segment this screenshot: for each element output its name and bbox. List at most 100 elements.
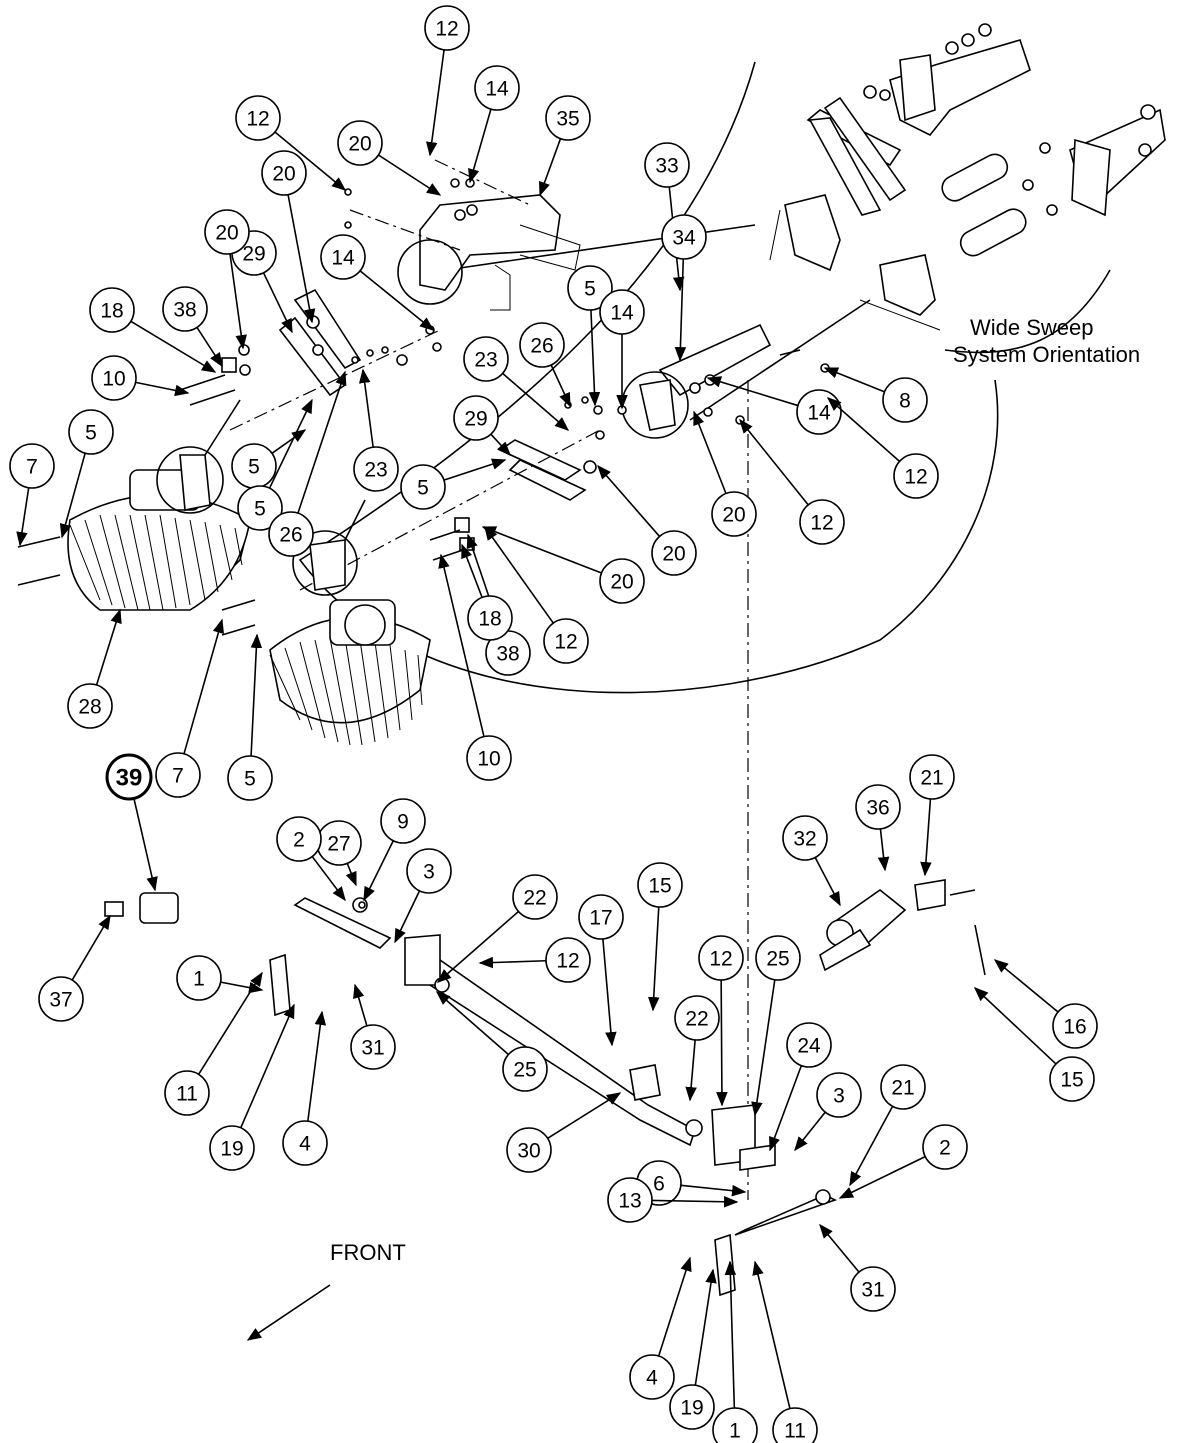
callout-circle <box>227 755 273 801</box>
callout-leader <box>16 487 30 547</box>
callout-leader <box>287 194 316 324</box>
callout-20: 20 <box>337 120 442 196</box>
callout-number: 14 <box>807 402 831 425</box>
callout-number: 25 <box>513 1059 536 1082</box>
callout-circle <box>799 499 845 545</box>
callout-5: 5 <box>59 409 114 539</box>
callout-26: 26 <box>519 322 571 408</box>
callout-circle <box>567 265 613 311</box>
arm-right-1 <box>714 1233 736 1297</box>
callout-circle <box>67 683 113 729</box>
callout-circle <box>651 530 697 576</box>
callout-circle <box>162 286 208 332</box>
callout-circle <box>772 1407 818 1443</box>
callout-number: 38 <box>173 299 196 322</box>
callout-circle <box>644 142 690 188</box>
callout-number: 39 <box>116 765 143 792</box>
callout-leader <box>436 910 519 983</box>
callout-9: 9 <box>363 798 426 902</box>
callout-14: 14 <box>468 65 520 184</box>
callout-leader <box>693 410 727 494</box>
callout-number: 10 <box>102 368 125 391</box>
callout-leader <box>443 458 507 481</box>
callout-leader <box>59 452 86 539</box>
callout-33: 33 <box>644 142 690 292</box>
callout-number: 35 <box>556 108 579 131</box>
callout-number: 5 <box>254 498 266 521</box>
callout-number: 20 <box>610 571 633 594</box>
callout-25: 25 <box>435 991 548 1092</box>
callout-27: 27 <box>316 820 362 887</box>
callout-leader <box>307 1010 327 1122</box>
detail-label-line2: System Orientation <box>953 342 1140 367</box>
callout-number: 20 <box>722 504 745 527</box>
actuator-bracket <box>914 879 946 911</box>
callout-20: 20 <box>481 526 645 604</box>
callout-circle <box>711 491 757 537</box>
callout-leader <box>490 433 511 457</box>
callout-number: 12 <box>709 948 732 971</box>
callout-number: 5 <box>417 477 429 500</box>
callout-number: 22 <box>685 1008 708 1031</box>
callout-circle <box>463 336 509 382</box>
actuator <box>819 879 986 976</box>
callout-28: 28 <box>67 608 122 729</box>
callout-leader <box>71 914 111 981</box>
callout-circle <box>506 1127 552 1173</box>
callout-30: 30 <box>506 1092 622 1173</box>
callout-circle <box>105 753 153 801</box>
callout-circle <box>599 289 645 335</box>
detail-upper-bracket <box>889 39 1031 137</box>
callout-number: 7 <box>172 765 184 788</box>
callout-leader <box>394 890 421 944</box>
callout-circle <box>893 453 939 499</box>
callout-12: 12 <box>424 5 470 157</box>
callout-36: 36 <box>855 784 901 872</box>
callout-circle <box>922 1124 968 1170</box>
callout-circle <box>669 1384 715 1430</box>
zoom-circle-bracket <box>397 239 463 305</box>
callout-leader <box>438 553 485 737</box>
callout-14: 14 <box>599 289 645 410</box>
callout-leader <box>135 381 190 397</box>
callout-leader <box>674 258 687 362</box>
callout-5: 5 <box>237 398 313 531</box>
callout-circle <box>578 894 624 940</box>
callout-23: 23 <box>353 368 399 492</box>
callout-leader <box>358 368 374 448</box>
callout-8: 8 <box>823 367 928 423</box>
callout-leader <box>547 1092 622 1139</box>
callout-21: 21 <box>849 1064 926 1187</box>
callout-leader <box>819 1223 860 1273</box>
callout-number: 13 <box>618 1190 641 1213</box>
detail-view: Wide Sweep System Orientation <box>298 23 1166 694</box>
callout-leader <box>240 1003 295 1129</box>
callout-leader <box>345 863 357 887</box>
callout-circle <box>1052 1003 1098 1049</box>
callout-number: 11 <box>784 1420 806 1443</box>
callout-circle <box>237 485 283 531</box>
callout-leader <box>680 1184 747 1197</box>
callout-circle <box>467 595 513 641</box>
callout-20: 20 <box>261 150 316 324</box>
callout-circle <box>261 150 307 196</box>
callout-circle <box>91 355 137 401</box>
callout-leader <box>657 1256 692 1357</box>
callout-number: 16 <box>1063 1016 1086 1039</box>
callout-leader <box>461 543 483 598</box>
callout-leader <box>484 525 554 624</box>
callout-number: 29 <box>464 408 487 431</box>
callout-number: 21 <box>920 767 943 790</box>
callout-number: 8 <box>899 390 911 413</box>
callout-number: 9 <box>397 811 409 834</box>
callout-leader <box>250 633 263 757</box>
callout-circle <box>9 443 55 489</box>
callout-number: 20 <box>272 163 295 186</box>
callout-2: 2 <box>838 1124 968 1199</box>
left-pivot-plate <box>404 934 441 986</box>
callout-21: 21 <box>909 754 955 877</box>
callout-number: 38 <box>496 643 519 666</box>
callout-5: 5 <box>400 458 507 510</box>
callout-leader <box>435 991 509 1056</box>
callout-4: 4 <box>282 1010 328 1166</box>
